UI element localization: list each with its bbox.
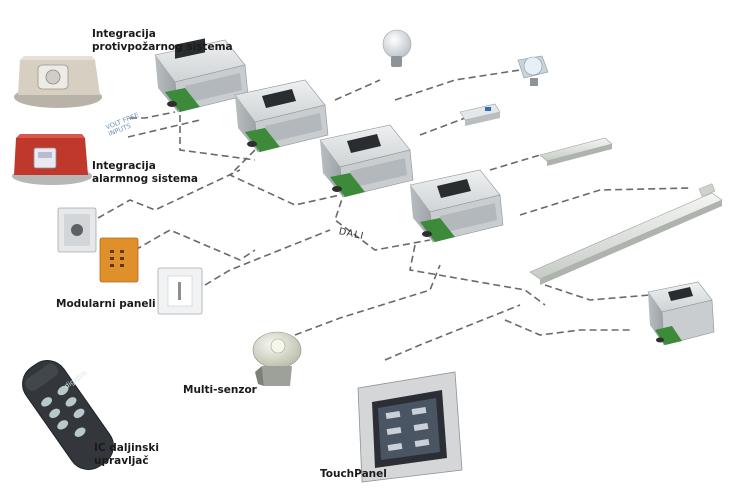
wiring xyxy=(97,69,691,361)
electronic-driver xyxy=(459,103,501,126)
wire-panel1 xyxy=(97,169,241,219)
panel-slider xyxy=(157,267,203,315)
fire-system-device xyxy=(14,56,102,108)
wire-module3-module4 xyxy=(334,189,431,251)
multi-sensor xyxy=(252,331,302,386)
keypad-buttons-icon xyxy=(110,250,124,267)
wire-lower-module-2 xyxy=(544,284,651,301)
spot-lamp-icon xyxy=(523,56,543,76)
wire-panel3 xyxy=(204,229,331,286)
sensor-lens-icon xyxy=(270,338,286,354)
label-ir-remote: IC daljinski upravljač xyxy=(94,442,159,468)
alarm-system-device xyxy=(12,134,92,185)
bulb-icon xyxy=(382,29,412,59)
label-remote-line1: IC daljinski xyxy=(94,442,159,454)
incandescent-bulb xyxy=(382,29,412,67)
wire-panel2 xyxy=(134,229,256,261)
wire-module1-module2 xyxy=(179,115,256,161)
wire-to-spot xyxy=(394,69,521,101)
din-module-4 xyxy=(409,169,504,243)
wire-to-bulb xyxy=(334,79,381,101)
wire-to-tube2 xyxy=(519,187,691,216)
label-alarm-integration: Integracija alarmnog sistema xyxy=(92,160,198,186)
wire-module2-module3 xyxy=(228,149,341,206)
label-fire-line2: protivpožarnog sistema xyxy=(92,41,233,53)
wire-volt-free-2 xyxy=(127,119,201,138)
fluorescent-ballast-long xyxy=(529,183,723,285)
label-fire-integration: Integracija protivpožarnog sistema xyxy=(92,28,233,54)
label-modular-panels: Modularni paneli xyxy=(56,298,156,310)
slider-icon xyxy=(178,282,181,300)
wire-to-driver xyxy=(419,117,466,136)
label-touchpanel: TouchPanel xyxy=(320,468,387,480)
wire-to-tube1 xyxy=(489,154,541,171)
panel-rotary xyxy=(57,207,97,253)
remote-buttons-icon xyxy=(41,385,86,437)
din-module-3 xyxy=(319,124,414,198)
wire-dali-trunk xyxy=(409,244,546,306)
touch-panel xyxy=(357,371,463,483)
rotary-knob-icon xyxy=(71,224,83,236)
wire-lower-module xyxy=(504,319,630,336)
label-alarm-line2: alarmnog sistema xyxy=(92,173,199,185)
label-fire-line1: Integracija xyxy=(92,28,156,40)
din-module-5 xyxy=(647,281,715,346)
label-remote-line2: upravljač xyxy=(94,455,149,467)
spot-lamp xyxy=(517,55,549,86)
din-module-2 xyxy=(234,79,329,153)
touchpanel-icons xyxy=(385,406,430,452)
fire-detector-icon xyxy=(45,69,61,85)
label-alarm-line1: Integracija xyxy=(92,160,156,172)
ir-remote xyxy=(22,360,114,470)
wire-touchpanel xyxy=(384,304,521,361)
label-multi-sensor: Multi-senzor xyxy=(183,384,257,396)
wire-volt-free-1 xyxy=(130,111,176,119)
modular-panels xyxy=(57,207,203,315)
panel-keypad xyxy=(99,237,139,283)
fluorescent-ballast-short xyxy=(539,137,613,166)
wire-sensor xyxy=(294,264,441,336)
